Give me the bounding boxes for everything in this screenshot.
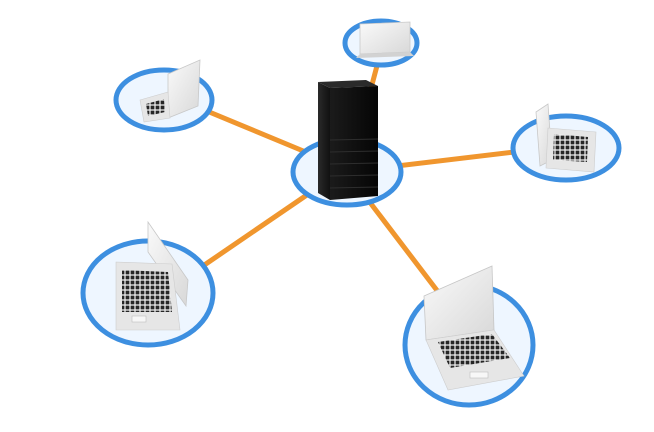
- laptop-icon: [423, 265, 525, 391]
- laptop-icon: [535, 103, 597, 173]
- laptop-icon: [356, 21, 414, 58]
- server-tower-icon: [318, 80, 379, 200]
- laptop-icon: [115, 220, 189, 331]
- laptop-icon: [139, 59, 201, 123]
- client-rings: [80, 18, 622, 408]
